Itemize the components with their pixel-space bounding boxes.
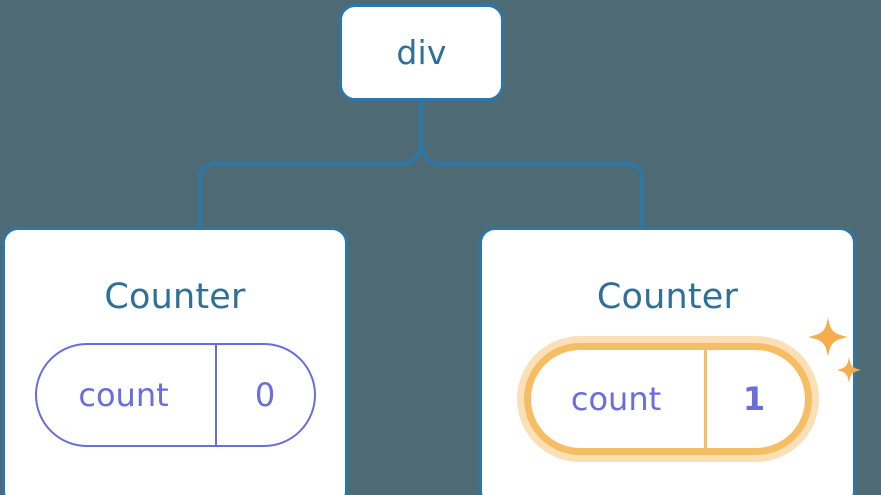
state-pill-left[interactable]: count 0	[34, 343, 316, 447]
sparkle-icon	[807, 317, 848, 357]
node-div[interactable]: div	[339, 4, 504, 101]
sparkles-group	[807, 317, 861, 383]
state-pill-left-wrap: count 0	[34, 343, 316, 447]
state-value-right: 1	[742, 380, 766, 418]
state-value-left: 0	[254, 376, 276, 414]
node-counter-left[interactable]: Counter count 0	[2, 227, 348, 495]
state-pill-right-wrap: count 1	[523, 317, 861, 455]
node-counter-right[interactable]: Counter count 1	[479, 227, 861, 495]
node-counter-right-label: Counter	[596, 277, 739, 317]
node-div-label: div	[396, 33, 447, 72]
state-key-right: count	[531, 350, 707, 448]
connector-left-branch	[198, 99, 423, 233]
node-counter-left-label: Counter	[104, 277, 246, 317]
connector-right-branch	[419, 99, 644, 233]
state-pill-right[interactable]: count 1	[523, 343, 812, 455]
state-key-left: count	[37, 345, 217, 445]
